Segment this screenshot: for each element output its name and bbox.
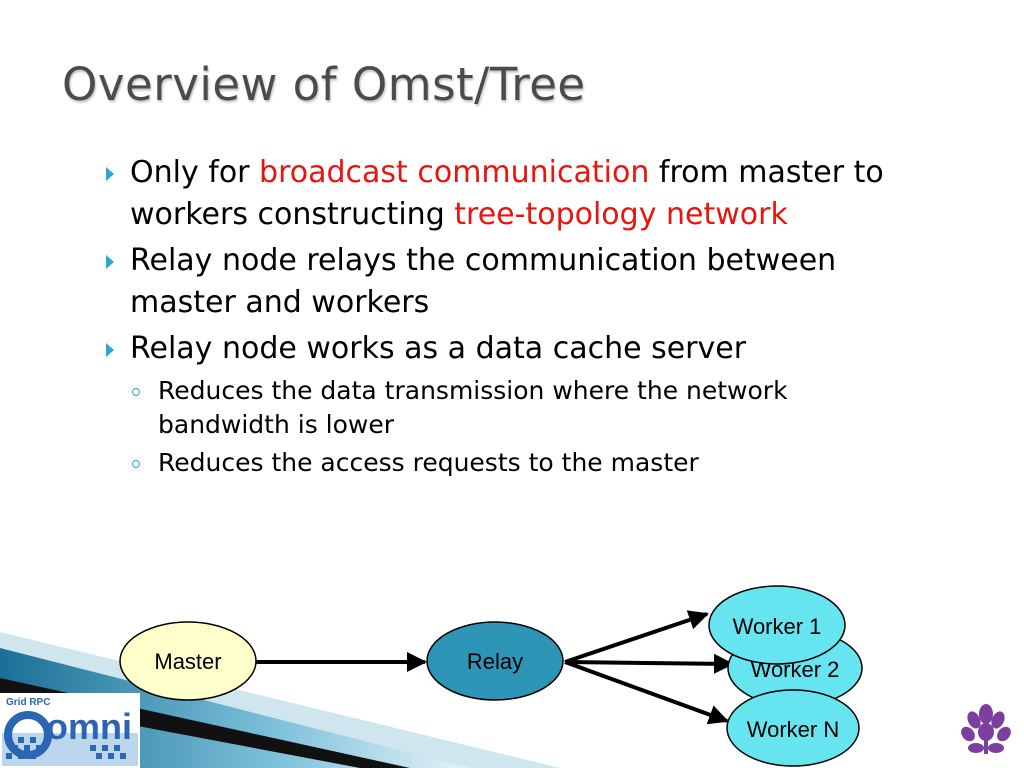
bullet-text: from master to workers constructing [130,155,884,232]
sub-bullet-text: Reduces the data transmission where the … [158,376,788,439]
relay-label: Relay [467,649,523,674]
relay-node [426,621,564,701]
bullet-arrow-icon [106,343,114,357]
worker1-node [708,585,846,665]
highlight-tree-topology: tree-topology network [454,197,788,232]
arrow-relay-worker2 [564,653,734,674]
sub-bullet-text: Reduces the access requests to the maste… [158,448,699,477]
university-crest-icon [961,704,1011,754]
logo-big-text: omni [46,706,132,747]
workerN-node [726,689,860,767]
sub-bullet-requests: Reduces the access requests to the maste… [100,446,920,480]
sub-bullet-circle-icon [132,460,140,468]
master-node [119,621,257,701]
logo-small-text: Grid RPC [6,697,50,708]
arrow-relay-workerN [564,660,729,725]
workerN-label: Worker N [747,717,840,742]
bullet-relay-cache: Relay node works as a data cache server [100,328,920,370]
bullet-list: Only for broadcast communication from ma… [100,152,920,484]
bullet-relay-relays: Relay node relays the communication betw… [100,240,920,324]
sub-bullet-circle-icon [132,388,140,396]
slide-title: Overview of Omst/Tree [62,58,586,111]
omni-logo: Grid RPC omni [0,693,140,768]
arrow-relay-worker1 [564,610,709,664]
bullet-broadcast: Only for broadcast communication from ma… [100,152,920,236]
bullet-text: Relay node relays the communication betw… [130,243,837,320]
master-label: Master [154,649,221,674]
highlight-broadcast: broadcast communication [259,155,650,190]
worker1-label: Worker 1 [733,614,822,639]
bullet-arrow-icon [106,167,114,181]
bullet-text: Relay node works as a data cache server [130,331,747,366]
bullet-arrow-icon [106,255,114,269]
sub-bullet-transmission: Reduces the data transmission where the … [100,374,920,442]
bullet-text: Only for [130,155,260,190]
